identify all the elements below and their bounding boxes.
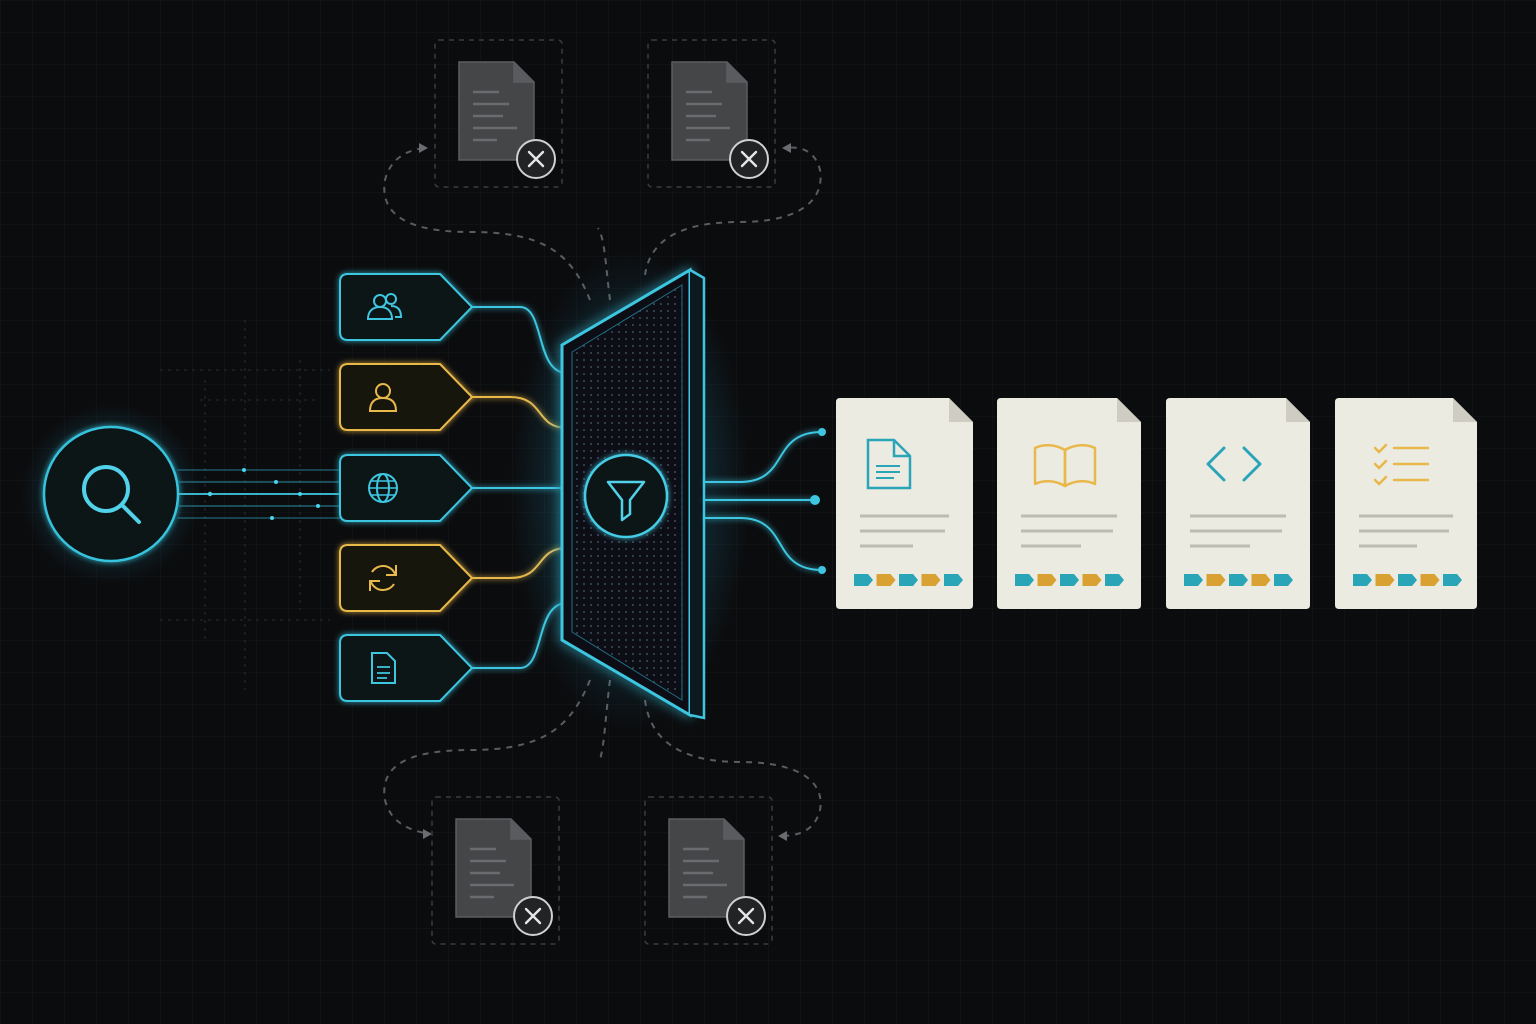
rejected-document-bottom-left (431, 796, 560, 945)
users-icon (366, 293, 403, 320)
tag-chip-teal (1060, 574, 1079, 586)
result-cards (836, 398, 1477, 609)
tag-chip-teal (854, 574, 873, 586)
tag-chip-teal (1443, 574, 1462, 586)
tag-chip-amber (1082, 574, 1102, 586)
tag-chip-amber (876, 574, 896, 586)
output-connector-dots (810, 428, 826, 574)
tag-chip-teal (1398, 574, 1417, 586)
close-icon (516, 139, 556, 179)
search-node[interactable] (21, 404, 201, 584)
filter-funnel-icon (606, 480, 646, 522)
refresh-icon (369, 565, 397, 591)
tag-chip-teal (1184, 574, 1203, 586)
globe-icon (368, 473, 398, 503)
rejected-document-bottom-right (644, 796, 773, 945)
open-book-icon (1033, 444, 1097, 488)
tag-chip-amber (1037, 574, 1057, 586)
tag-chip-amber (1375, 574, 1395, 586)
tag-chip-teal (899, 574, 918, 586)
filter-tag-refresh[interactable] (339, 544, 474, 612)
card-tags (854, 574, 963, 586)
reject-arrowheads (419, 143, 791, 841)
guide-lines (160, 320, 330, 690)
tag-chip-teal (1015, 574, 1034, 586)
filter-tag-list (339, 273, 474, 702)
tag-chip-amber (1206, 574, 1226, 586)
filter-tag-web[interactable] (339, 454, 474, 522)
code-brackets-icon (1206, 446, 1262, 482)
user-icon (368, 383, 398, 412)
rejected-documents (431, 39, 776, 945)
tag-chip-amber (1420, 574, 1440, 586)
result-card-code[interactable] (1166, 398, 1310, 609)
card-tags (1184, 574, 1293, 586)
filter-tag-person[interactable] (339, 363, 474, 431)
document-icon (371, 652, 396, 684)
card-tags (1353, 574, 1462, 586)
close-icon (729, 139, 769, 179)
result-card-checklist[interactable] (1335, 398, 1477, 609)
tag-chip-teal (944, 574, 963, 586)
close-icon (513, 896, 553, 936)
text-document-icon (866, 438, 912, 490)
tag-chip-teal (1274, 574, 1293, 586)
search-icon (82, 465, 141, 524)
rejected-document-top-left (434, 39, 563, 188)
checklist-icon (1373, 443, 1430, 486)
tag-chip-amber (921, 574, 941, 586)
tag-chip-teal (1353, 574, 1372, 586)
result-card-book[interactable] (997, 398, 1141, 609)
close-icon (726, 896, 766, 936)
filter-tag-group[interactable] (339, 273, 474, 341)
result-card-text-doc[interactable] (836, 398, 973, 609)
tag-chip-teal (1229, 574, 1248, 586)
search-streams (177, 468, 341, 520)
output-connectors (704, 431, 823, 571)
tag-chip-amber (1251, 574, 1271, 586)
filter-gate (510, 250, 750, 730)
card-tags (1015, 574, 1124, 586)
filter-tag-doc[interactable] (339, 634, 474, 702)
rejected-document-top-right (647, 39, 776, 188)
tag-chip-teal (1105, 574, 1124, 586)
reject-paths (383, 146, 822, 837)
